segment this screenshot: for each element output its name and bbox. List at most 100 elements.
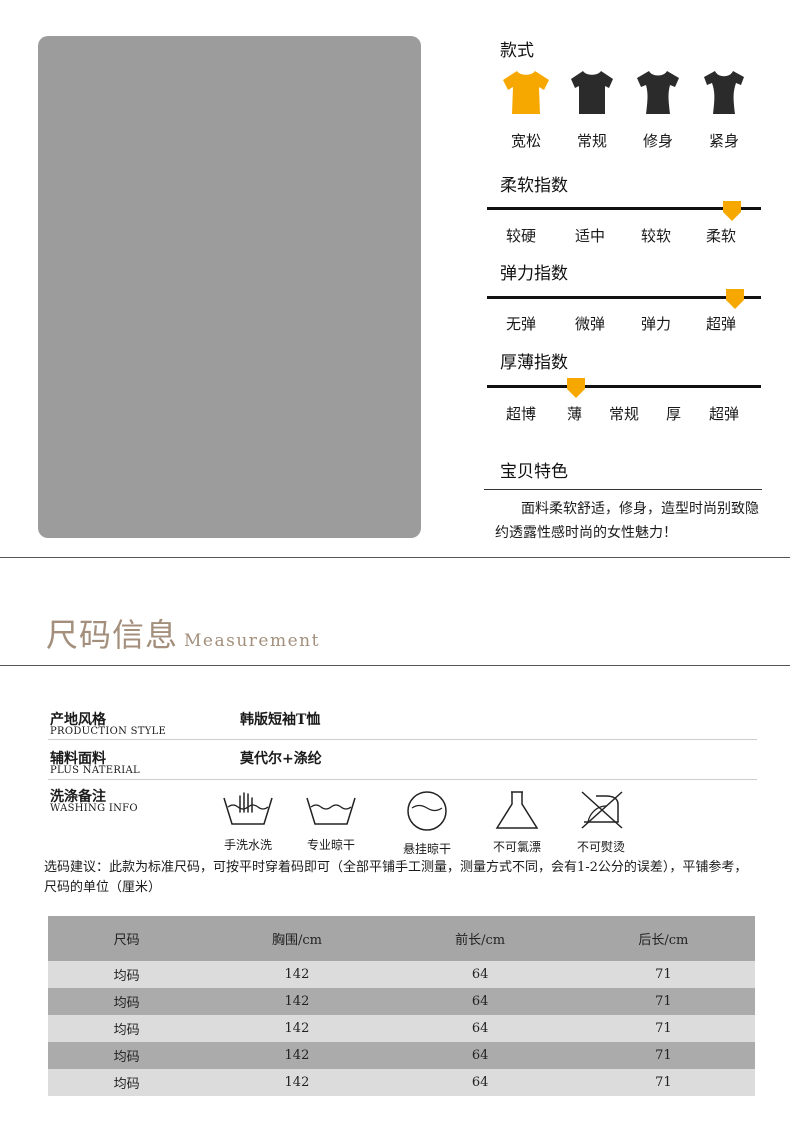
size-cell: 均码	[48, 1015, 206, 1042]
hand-wash-icon	[223, 792, 273, 825]
elasticity-title: 弹力指数	[500, 264, 568, 284]
softness-label-hard: 较硬	[506, 227, 537, 245]
features-text: 面料柔软舒适，修身，造型时尚别致隐约透露性感时尚的女性魅力！	[495, 501, 759, 541]
info-row-divider	[48, 739, 757, 740]
info-row-divider	[48, 779, 757, 780]
chest-cell: 142	[205, 988, 389, 1015]
info-label-en: PRODUCTION STYLE	[50, 726, 167, 737]
product-photo	[38, 36, 421, 538]
softness-label-medium: 适中	[575, 227, 606, 245]
table-row: 均码 142 64 71	[48, 988, 755, 1015]
style-option-regular[interactable]: 常规	[562, 68, 622, 151]
thickness-scale-track	[487, 385, 761, 388]
front-length-cell: 64	[388, 961, 572, 988]
thickness-label-thick: 厚	[666, 405, 682, 423]
thickness-label-thin: 薄	[567, 405, 583, 423]
size-header-cell: 胸围/cm	[205, 916, 389, 961]
back-length-cell: 71	[571, 988, 755, 1015]
chest-cell: 142	[205, 961, 389, 988]
section-divider-top	[0, 557, 790, 558]
softness-scale-track	[487, 207, 761, 210]
back-length-cell: 71	[571, 1042, 755, 1069]
wash-no-bleach: 不可氯漂	[487, 790, 547, 855]
size-header-cell: 后长/cm	[571, 916, 755, 961]
wash-hand: 手洗水洗	[218, 790, 278, 853]
info-label-cn: 产地风格	[50, 712, 106, 728]
wash-label: 悬挂晾干	[402, 842, 451, 856]
thickness-label-regular: 常规	[609, 405, 640, 423]
size-table: 尺码 胸围/cm 前长/cm 后长/cm 均码 142 64 71 均码 142…	[48, 916, 755, 1096]
thickness-marker-icon[interactable]	[567, 378, 585, 398]
thickness-label-extra: 超弹	[709, 405, 740, 423]
elasticity-marker-icon[interactable]	[726, 289, 744, 309]
style-options: 宽松 常规 修身 紧身	[496, 68, 762, 158]
section-divider-bottom	[0, 665, 790, 666]
size-table-header: 尺码 胸围/cm 前长/cm 后长/cm	[48, 916, 755, 961]
size-cell: 均码	[48, 961, 206, 988]
elasticity-label-super: 超弹	[706, 315, 737, 333]
back-length-cell: 71	[571, 1015, 755, 1042]
size-cell: 均码	[48, 1042, 206, 1069]
chest-cell: 142	[205, 1069, 389, 1096]
style-option-label: 常规	[576, 132, 607, 150]
back-length-cell: 71	[571, 961, 755, 988]
elasticity-scale-track	[487, 296, 761, 299]
style-option-label: 紧身	[708, 132, 739, 150]
wash-hang-dry: 悬挂晾干	[397, 790, 457, 857]
softness-label-soft: 柔软	[706, 227, 737, 245]
style-option-loose[interactable]: 宽松	[496, 68, 556, 151]
table-row: 均码 142 64 71	[48, 1042, 755, 1069]
chest-cell: 142	[205, 1015, 389, 1042]
style-option-slim[interactable]: 修身	[628, 68, 688, 151]
features-divider	[484, 489, 762, 490]
softness-title: 柔软指数	[500, 176, 568, 196]
thickness-label-ultrathin: 超博	[506, 405, 537, 423]
size-cell: 均码	[48, 988, 206, 1015]
slim-tshirt-icon	[637, 71, 679, 114]
style-option-tight[interactable]: 紧身	[694, 68, 754, 151]
size-cell: 均码	[48, 1069, 206, 1096]
basin-dry-icon	[306, 797, 356, 825]
front-length-cell: 64	[388, 1069, 572, 1096]
thickness-title: 厚薄指数	[500, 353, 568, 373]
wash-label: 手洗水洗	[223, 838, 272, 852]
softness-label-softer: 较软	[641, 227, 672, 245]
size-header-cell: 尺码	[48, 916, 206, 961]
info-value: 莫代尔+涤纶	[240, 751, 322, 767]
back-length-cell: 71	[571, 1069, 755, 1096]
table-row: 均码 142 64 71	[48, 961, 755, 988]
size-note: 选码建议：此款为标准尺码，可按平时穿着码即可（全部平铺手工测量，测量方式不同，会…	[44, 860, 748, 895]
wash-label: 不可熨烫	[576, 840, 625, 854]
wash-label: 不可氯漂	[492, 840, 541, 854]
softness-marker-icon[interactable]	[723, 201, 741, 221]
info-label-cn: 辅料面料	[50, 751, 106, 767]
loose-tshirt-icon	[503, 71, 549, 114]
elasticity-label-slight: 微弹	[575, 315, 606, 333]
info-value: 韩版短袖T恤	[240, 712, 321, 728]
table-row: 均码 142 64 71	[48, 1015, 755, 1042]
style-option-label: 宽松	[510, 132, 541, 150]
style-title: 款式	[500, 41, 534, 61]
front-length-cell: 64	[388, 1015, 572, 1042]
wash-label: 专业晾干	[306, 838, 355, 852]
elasticity-label-none: 无弹	[506, 315, 537, 333]
chest-cell: 142	[205, 1042, 389, 1069]
info-label-en: WASHING INFO	[50, 803, 138, 814]
front-length-cell: 64	[388, 988, 572, 1015]
wash-basin-dry: 专业晾干	[301, 790, 361, 853]
no-iron-icon	[581, 791, 623, 829]
tight-tshirt-icon	[704, 71, 744, 114]
measurement-title-cn: 尺码信息	[46, 616, 179, 654]
measurement-title-en: Measurement	[184, 631, 320, 651]
wash-no-iron: 不可熨烫	[571, 790, 631, 855]
style-option-label: 修身	[642, 132, 673, 150]
info-label-en: PLUS NATERIAL	[50, 765, 140, 776]
hang-dry-icon	[407, 791, 447, 831]
table-row: 均码 142 64 71	[48, 1069, 755, 1096]
no-bleach-icon	[495, 791, 539, 829]
features-title: 宝贝特色	[500, 462, 568, 482]
elasticity-label-elastic: 弹力	[641, 315, 672, 333]
size-header-cell: 前长/cm	[388, 916, 572, 961]
info-label-cn: 洗涤备注	[50, 789, 106, 805]
